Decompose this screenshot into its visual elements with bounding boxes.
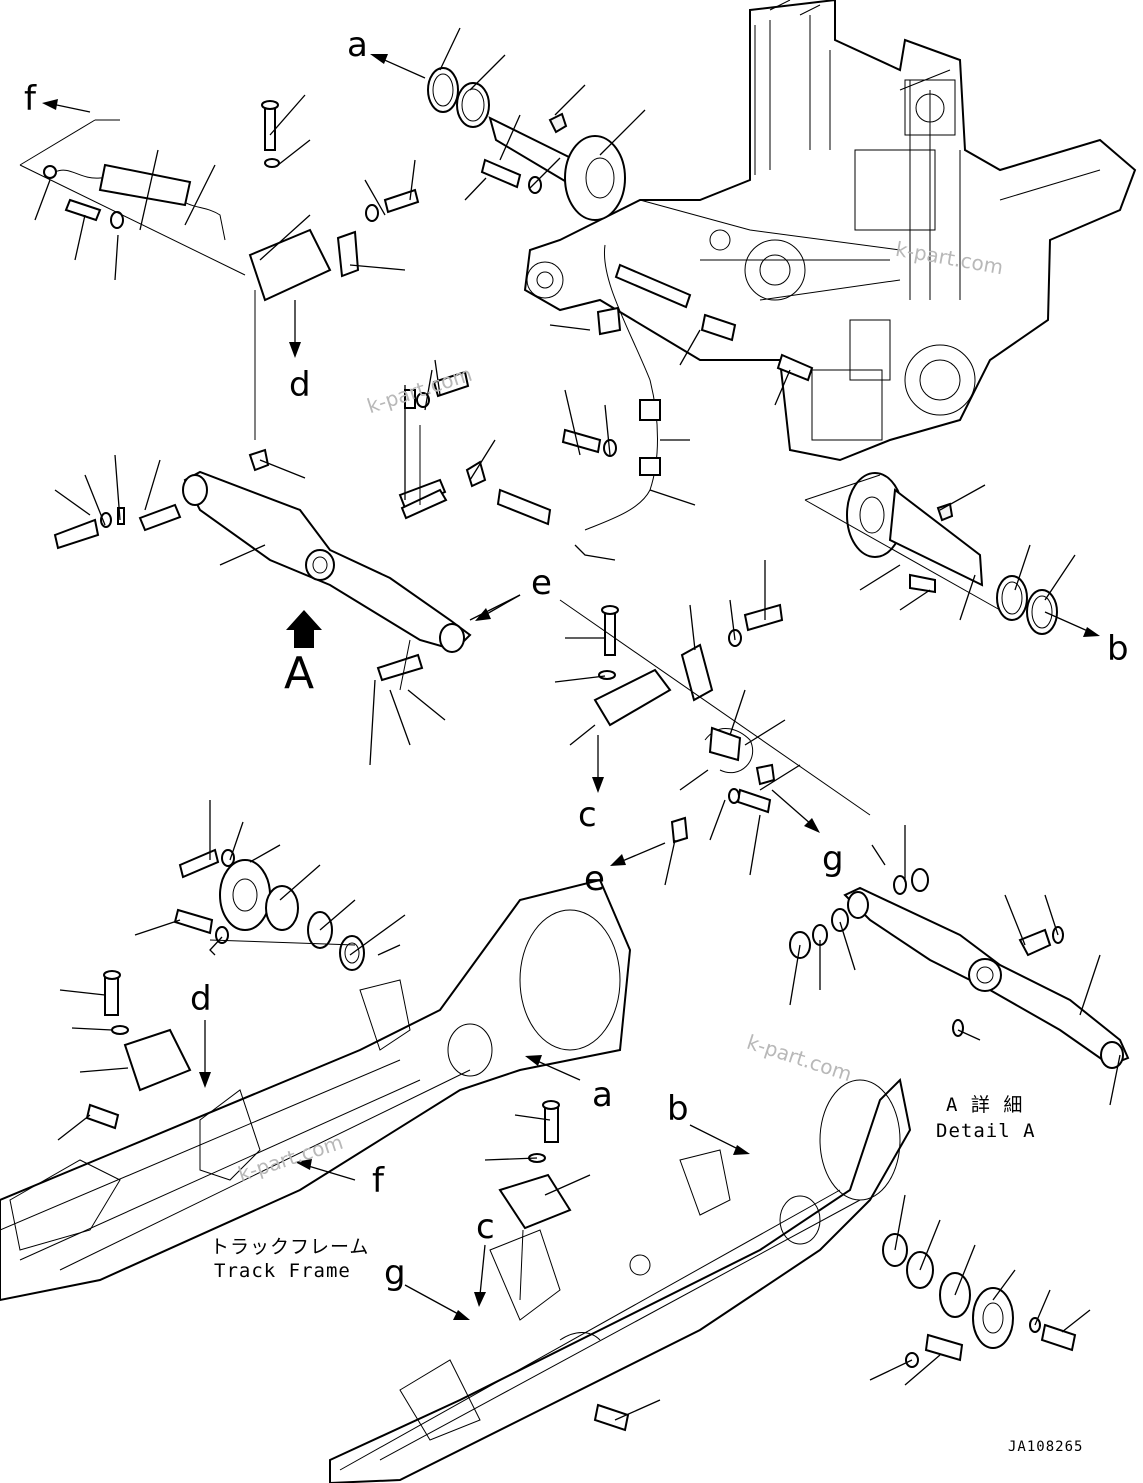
pivot-shaft-upper — [427, 67, 626, 221]
ref-letter-a-top: a — [347, 25, 368, 65]
ref-letter-e-right: e — [531, 563, 552, 603]
ref-letter-e-mid: e — [584, 859, 605, 899]
view-a-label: A — [284, 648, 315, 699]
ref-letter-f-low: f — [372, 1161, 384, 1201]
ref-letter-d-low: d — [190, 979, 212, 1019]
ref-letter-g-low: g — [384, 1253, 406, 1293]
fasteners-group — [43, 100, 1077, 1432]
ref-letter-b-low: b — [667, 1089, 689, 1129]
track-frame-right — [329, 1077, 912, 1483]
view-a-arrow — [286, 610, 322, 648]
ref-letter-a-low: a — [592, 1075, 613, 1115]
ref-letter-f-top: f — [24, 79, 36, 119]
main-frame-case — [523, 0, 1137, 462]
ref-letter-b-right: b — [1107, 629, 1129, 669]
pivot-shaft-right — [846, 472, 1058, 635]
track-frame-caption-jp: トラックフレーム — [210, 1236, 370, 1258]
track-frame-left — [0, 878, 632, 1302]
ref-letter-g-mid: g — [822, 839, 844, 879]
leader-lines — [19, 27, 1121, 1421]
track-frame-caption-en: Track Frame — [214, 1260, 351, 1282]
detail-a-caption-en: Detail A — [936, 1120, 1036, 1142]
detail-a-caption-jp: A 詳 細 — [946, 1094, 1024, 1116]
equalizer-bar-detail — [789, 868, 1130, 1069]
ref-letter-c-mid: c — [578, 795, 597, 835]
direction-arrows — [42, 54, 1100, 1320]
equalizer-bar-upper — [138, 448, 472, 682]
ref-letter-d-top: d — [289, 365, 311, 405]
drawing-code: JA108265 — [1008, 1439, 1084, 1455]
ref-letter-c-low: c — [476, 1207, 495, 1247]
